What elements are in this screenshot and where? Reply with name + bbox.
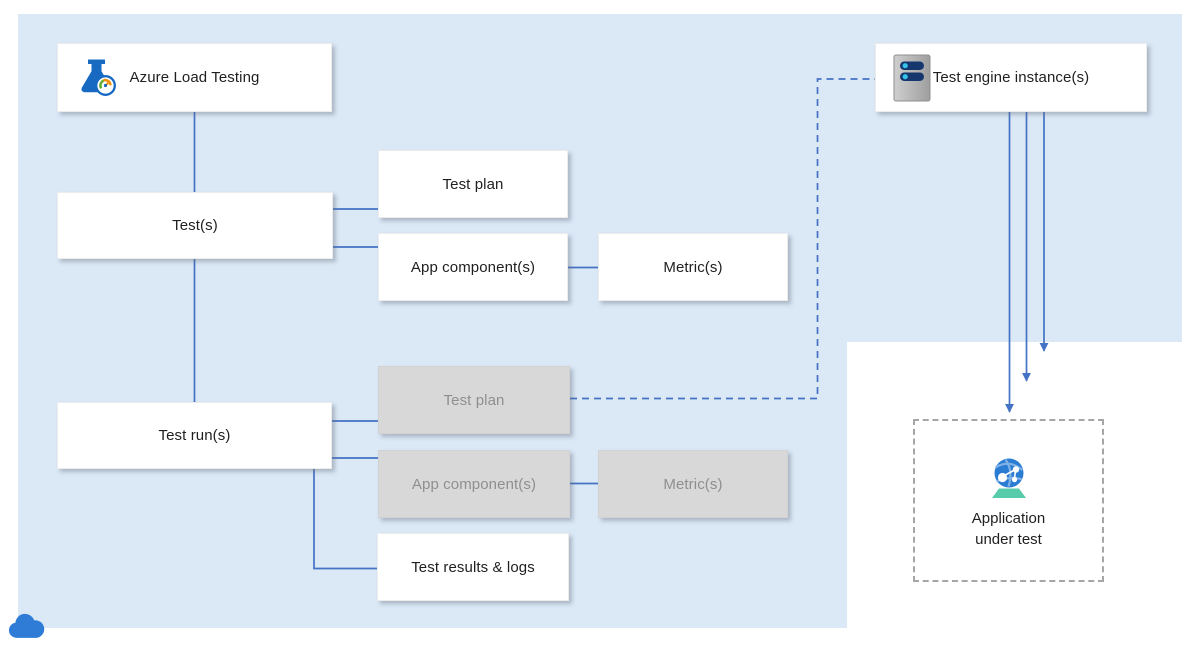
node-label: Test plan [443, 391, 505, 409]
node-application-under-test: Application under test [913, 419, 1104, 582]
node-run-metrics: Metric(s) [598, 450, 788, 518]
application-label-line1: Application [971, 509, 1046, 527]
node-test-results-logs: Test results & logs [377, 533, 569, 601]
flask-gauge-icon [75, 56, 119, 100]
azure-cloud-icon [7, 610, 45, 641]
node-test-plan: Test plan [378, 150, 568, 218]
application-label-line2: under test [975, 530, 1042, 548]
node-label: Test run(s) [158, 427, 231, 444]
node-run-test-plan: Test plan [378, 366, 570, 434]
connector-testruns-to-results [313, 469, 377, 570]
node-label: App component(s) [410, 258, 536, 276]
node-run-app-components: App component(s) [378, 450, 570, 518]
node-app-components: App component(s) [378, 233, 568, 301]
node-label: Test plan [442, 175, 504, 193]
node-test-engine-instances: Test engine instance(s) [875, 43, 1147, 112]
connector-runtestplan-to-engine-dashed [570, 78, 875, 400]
node-label: App component(s) [411, 475, 537, 493]
node-label: Metric(s) [663, 258, 723, 276]
node-label: Test(s) [172, 217, 218, 234]
globe-network-icon [984, 452, 1034, 500]
node-label: Metric(s) [663, 475, 723, 493]
node-label: Azure Load Testing [129, 69, 260, 86]
node-label: Application under test [972, 508, 1045, 550]
node-test-runs: Test run(s) [57, 402, 332, 469]
node-label: Test engine instance(s) [932, 69, 1090, 86]
node-label: Test results & logs [411, 558, 535, 576]
node-metrics: Metric(s) [598, 233, 788, 301]
node-tests: Test(s) [57, 192, 333, 259]
node-azure-load-testing: Azure Load Testing [57, 43, 332, 112]
server-icon [893, 54, 931, 102]
